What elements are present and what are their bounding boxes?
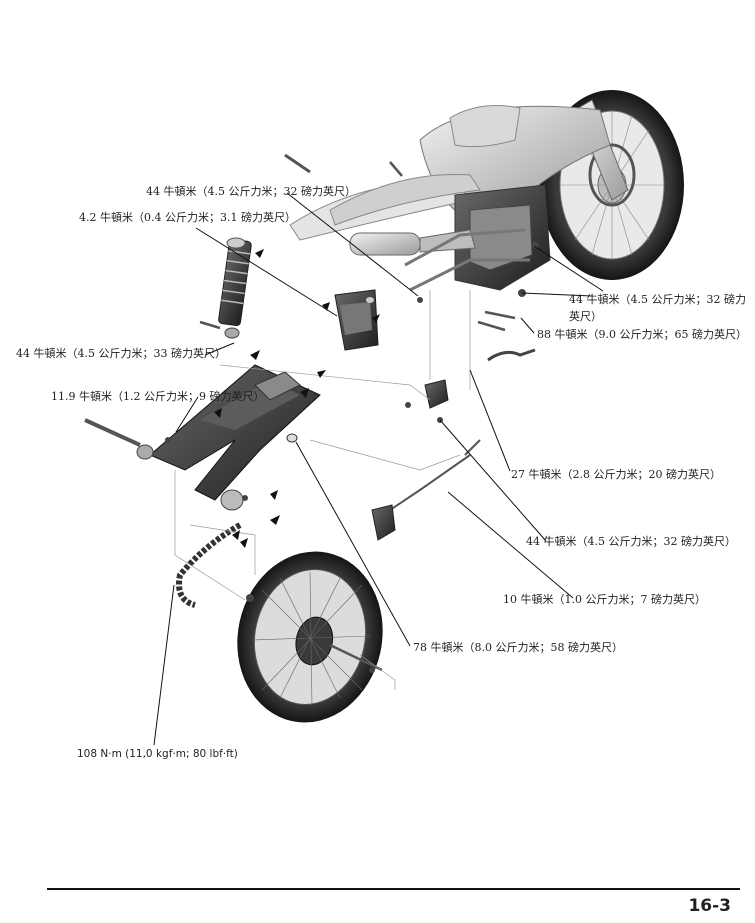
footer-rule bbox=[47, 888, 740, 890]
torque-callout-chain-slider-screw: 11.9 牛頓米（1.2 公斤力米；9 磅力英尺） bbox=[51, 390, 265, 403]
torque-callout-shock-upper-nut: 44 牛頓米（4.5 公斤力米；32 磅力英尺） bbox=[569, 293, 746, 323]
shock-linkage bbox=[334, 289, 449, 409]
assembly-guide-lines bbox=[174, 290, 471, 690]
torque-callout-grab-rail-bolt: 44 牛頓米（4.5 公斤力米；32 磅力英尺） bbox=[146, 185, 356, 198]
torque-callout-sprocket-nut: 78 牛頓米（8.0 公斤力米；58 磅力英尺） bbox=[413, 641, 623, 654]
rear-shock-absorber bbox=[218, 237, 252, 339]
torque-callout-cable-guide-bolt: 4.2 牛頓米（0.4 公斤力米；3.1 磅力英尺） bbox=[79, 211, 296, 224]
motorcycle-frame bbox=[289, 90, 684, 292]
pivot-bolt bbox=[84, 418, 141, 447]
leader-lines bbox=[153, 192, 604, 746]
torque-callout-shock-lower-nut: 44 牛頓米（4.5 公斤力米；33 磅力英尺） bbox=[16, 347, 226, 360]
swingarm bbox=[149, 364, 321, 501]
torque-callout-bracket-bolt: 27 牛頓米（2.8 公斤力米；20 磅力英尺） bbox=[511, 468, 721, 481]
brake-components bbox=[371, 348, 536, 541]
torque-callout-pivot-bolt-nut: 88 牛頓米（9.0 公斤力米；65 磅力英尺） bbox=[537, 328, 747, 341]
torque-callout-caliper-bolt: 44 牛頓米（4.5 公斤力米；32 磅力英尺） bbox=[526, 535, 736, 548]
rear-wheel bbox=[237, 551, 383, 723]
torque-callout-axle-nut: 108 N·m (11,0 kgf·m; 80 lbf·ft) bbox=[77, 748, 238, 760]
torque-callout-hose-clamp-bolt: 10 牛頓米（1.0 公斤力米；7 磅力英尺） bbox=[503, 593, 706, 606]
fasteners bbox=[165, 153, 539, 673]
drive-chain bbox=[176, 489, 244, 608]
direction-arrows bbox=[214, 249, 380, 548]
page-number: 16-3 bbox=[688, 896, 731, 916]
